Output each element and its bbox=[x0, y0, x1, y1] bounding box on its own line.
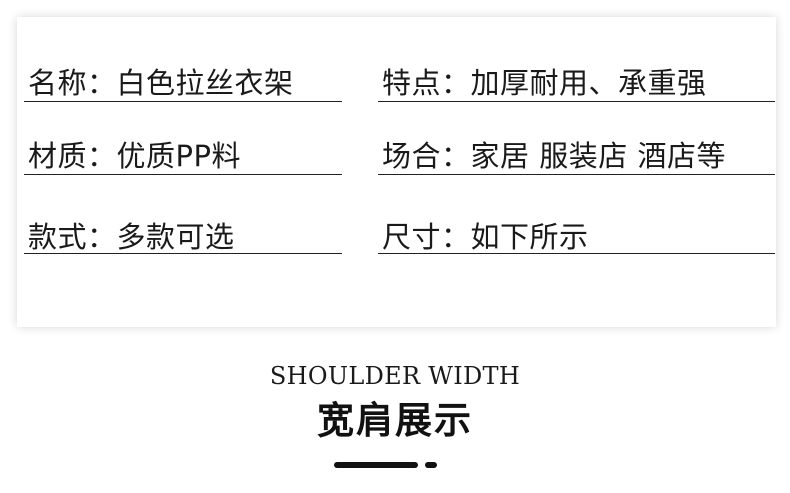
spec-value-style: 多款可选 bbox=[116, 220, 235, 254]
spec-row-size: 尺寸：如下所示 bbox=[378, 217, 775, 254]
spec-value-name: 白色拉丝衣架 bbox=[116, 66, 294, 100]
spec-text-material: 材质：优质PP料 bbox=[24, 139, 241, 173]
spec-card: 名称：白色拉丝衣架 材质：优质PP料 款式：多款可选 特点：加厚耐用、承重强 场… bbox=[17, 17, 776, 327]
accent-bar-dot bbox=[425, 462, 437, 468]
spec-label-style: 款式： bbox=[28, 220, 117, 254]
spec-value-material: 优质PP料 bbox=[116, 139, 241, 173]
section-subtitle-en: SHOULDER WIDTH bbox=[269, 362, 521, 390]
spec-label-size: 尺寸： bbox=[382, 220, 471, 254]
spec-label-name: 名称： bbox=[28, 66, 117, 100]
spec-label-material: 材质： bbox=[28, 139, 117, 173]
spec-text-name: 名称：白色拉丝衣架 bbox=[24, 66, 294, 100]
spec-row-occasion: 场合：家居 服装店 酒店等 bbox=[378, 138, 775, 175]
spec-text-feature: 特点：加厚耐用、承重强 bbox=[378, 66, 707, 100]
accent-bar-long bbox=[334, 462, 418, 468]
spec-text-occasion: 场合：家居 服装店 酒店等 bbox=[378, 139, 726, 173]
spec-value-size: 如下所示 bbox=[470, 220, 589, 254]
spec-label-occasion: 场合： bbox=[382, 139, 471, 173]
spec-text-style: 款式：多款可选 bbox=[24, 220, 235, 254]
spec-row-feature: 特点：加厚耐用、承重强 bbox=[378, 65, 775, 102]
spec-value-occasion: 家居 服装店 酒店等 bbox=[470, 139, 726, 173]
spec-row-style: 款式：多款可选 bbox=[24, 217, 342, 254]
spec-row-material: 材质：优质PP料 bbox=[24, 138, 342, 175]
spec-label-feature: 特点： bbox=[382, 66, 471, 100]
section-title: 宽肩展示 bbox=[317, 399, 473, 442]
spec-row-name: 名称：白色拉丝衣架 bbox=[24, 65, 342, 102]
spec-text-size: 尺寸：如下所示 bbox=[378, 220, 589, 254]
spec-value-feature: 加厚耐用、承重强 bbox=[470, 66, 707, 100]
